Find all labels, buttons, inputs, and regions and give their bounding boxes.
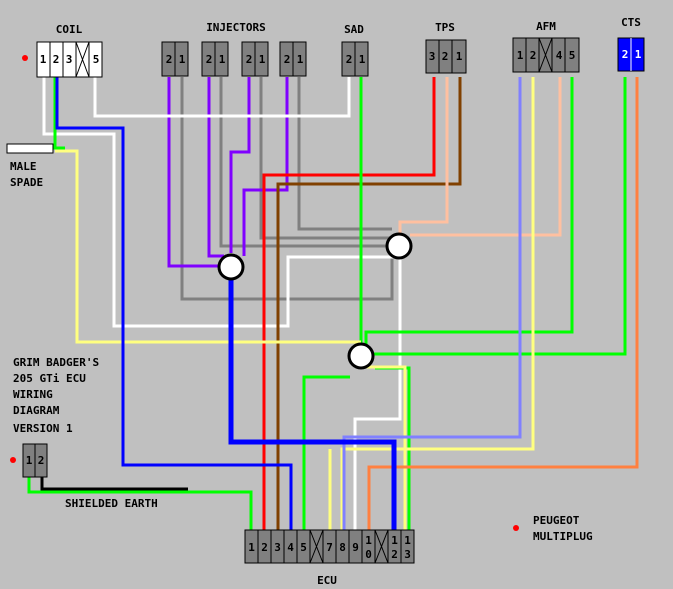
sad-pin-2: 2 bbox=[346, 53, 353, 66]
coil-pin-1: 1 bbox=[40, 53, 47, 66]
injector-4-pin-1: 1 bbox=[297, 53, 304, 66]
injector-2-pin-2: 2 bbox=[206, 53, 213, 66]
coil-multiplug-marker bbox=[22, 55, 28, 61]
ecu-pin-2: 2 bbox=[261, 541, 268, 554]
coil-connector: 1 2 3 5 bbox=[36, 41, 103, 78]
injector-3-pin-1: 1 bbox=[259, 53, 266, 66]
version-label: VERSION 1 bbox=[13, 422, 73, 435]
tps-pin-3: 3 bbox=[429, 50, 436, 63]
tps-pin-2: 2 bbox=[442, 50, 449, 63]
junction-green bbox=[347, 342, 375, 370]
wire-black-shielded-earth bbox=[40, 477, 188, 491]
afm-connector: 1 2 4 5 bbox=[512, 37, 580, 73]
injector-1-pin-1: 1 bbox=[179, 53, 186, 66]
afm-pin-1: 1 bbox=[517, 49, 524, 62]
junction-injector bbox=[217, 253, 245, 281]
ecu-pin-12-digit1: 1 bbox=[391, 534, 398, 547]
wire-blue-ecu-12 bbox=[228, 280, 397, 530]
title-line-2: 205 GTi ECU bbox=[13, 372, 86, 385]
ecu-pin-4: 4 bbox=[287, 541, 294, 554]
wires bbox=[27, 77, 639, 530]
male-spade-label-line1: MALE bbox=[10, 160, 37, 173]
wire-green-coil bbox=[53, 77, 65, 150]
wire-purple-injector-2 bbox=[207, 77, 224, 258]
afm-pin-4: 4 bbox=[556, 49, 563, 62]
sad-label: SAD bbox=[344, 23, 364, 36]
wire-brown-tps bbox=[276, 77, 462, 530]
shielded-earth-label: SHIELDED EARTH bbox=[65, 497, 158, 510]
injector-1-pin-2: 2 bbox=[166, 53, 173, 66]
male-spade-label-line2: SPADE bbox=[10, 176, 43, 189]
earth-plug-connector: 1 2 bbox=[22, 443, 48, 478]
wire-purple-injector-1 bbox=[167, 77, 220, 268]
wire-yellow-afm bbox=[340, 77, 535, 530]
ecu-pin-7: 7 bbox=[326, 541, 333, 554]
tps-pin-1: 1 bbox=[456, 50, 463, 63]
ecu-pin-8: 8 bbox=[339, 541, 346, 554]
coil-label: COIL bbox=[56, 23, 83, 36]
afm-label: AFM bbox=[536, 20, 556, 33]
coil-pin-3: 3 bbox=[66, 53, 73, 66]
wire-peach-tps-1 bbox=[398, 77, 449, 236]
ecu-pin-3: 3 bbox=[274, 541, 281, 554]
injector-connector-4: 2 1 bbox=[279, 41, 307, 77]
injector-connector-3: 2 1 bbox=[241, 41, 269, 77]
wire-green-afm bbox=[364, 77, 574, 345]
wire-red-tps bbox=[262, 77, 436, 530]
wire-green-earth bbox=[27, 477, 253, 530]
tps-connector: 3 2 1 bbox=[425, 39, 467, 74]
male-spade bbox=[6, 143, 54, 154]
ecu-pin-10-digit2: 0 bbox=[365, 548, 372, 561]
earth-plug-pin-2: 2 bbox=[38, 454, 45, 467]
ecu-pin-12-digit2: 2 bbox=[391, 548, 398, 561]
legend-marker bbox=[513, 525, 519, 531]
ecu-pin-1: 1 bbox=[248, 541, 255, 554]
earth-plug-pin-1: 1 bbox=[26, 454, 33, 467]
injector-connector-1: 2 1 bbox=[161, 41, 189, 77]
wire-lightblue-afm bbox=[342, 77, 522, 530]
coil-pin-5: 5 bbox=[93, 53, 100, 66]
legend-label-line1: PEUGEOT bbox=[533, 514, 580, 527]
cts-pin-1: 1 bbox=[635, 48, 642, 61]
wire-green-ecu-7 bbox=[302, 375, 350, 530]
coil-pin-2: 2 bbox=[53, 53, 60, 66]
sad-pin-1: 1 bbox=[359, 53, 366, 66]
cts-label: CTS bbox=[621, 16, 641, 29]
wire-white-coil-sad bbox=[93, 77, 351, 118]
earth-plug-multiplug-marker bbox=[10, 457, 16, 463]
tps-label: TPS bbox=[435, 21, 455, 34]
ecu-label: ECU bbox=[317, 574, 337, 587]
ecu-pin-10-digit1: 1 bbox=[365, 534, 372, 547]
wire-white-coil-loop bbox=[42, 77, 402, 530]
injector-connector-2: 2 1 bbox=[201, 41, 229, 77]
wire-gray-injector-return bbox=[180, 77, 394, 301]
title-line-1: GRIM BADGER'S bbox=[13, 356, 99, 369]
sad-connector: 2 1 bbox=[341, 41, 369, 77]
ecu-pin-5: 5 bbox=[300, 541, 307, 554]
wire-gray-injector-2 bbox=[259, 77, 392, 240]
junction-tps bbox=[385, 232, 413, 260]
wire-blue-coil bbox=[55, 77, 293, 530]
ecu-pin-9: 9 bbox=[352, 541, 359, 554]
injector-4-pin-2: 2 bbox=[284, 53, 291, 66]
title-line-4: DIAGRAM bbox=[13, 404, 60, 417]
ecu-pin-13-digit1: 1 bbox=[404, 534, 411, 547]
cts-connector: 2 1 bbox=[617, 37, 645, 72]
wire-green-cts bbox=[374, 77, 627, 356]
ecu-pin-13-digit2: 3 bbox=[404, 548, 411, 561]
afm-pin-2: 2 bbox=[530, 49, 537, 62]
title-line-3: WIRING bbox=[13, 388, 53, 401]
injectors-label: INJECTORS bbox=[206, 21, 266, 34]
wire-yellow-ecu bbox=[363, 365, 407, 530]
afm-pin-5: 5 bbox=[569, 49, 576, 62]
injector-2-pin-1: 1 bbox=[219, 53, 226, 66]
legend-label-line2: MULTIPLUG bbox=[533, 530, 593, 543]
wire-yellow-coil bbox=[55, 149, 361, 344]
wire-peach-afm bbox=[410, 77, 562, 237]
cts-pin-2: 2 bbox=[622, 48, 629, 61]
injector-3-pin-2: 2 bbox=[246, 53, 253, 66]
wire-orange-cts bbox=[367, 77, 639, 530]
